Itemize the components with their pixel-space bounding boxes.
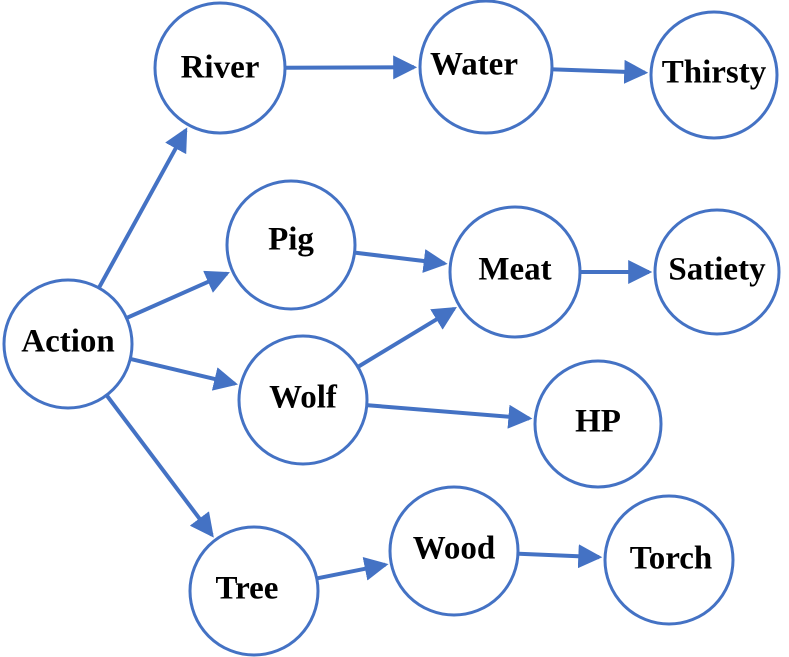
edge-tree-to-wood bbox=[314, 557, 389, 581]
node-circle-hp bbox=[533, 359, 663, 489]
node-circle-wood bbox=[388, 485, 520, 617]
node-thirsty: Thirsty bbox=[649, 10, 779, 140]
edge-river-to-water bbox=[282, 55, 418, 80]
edges-layer bbox=[96, 55, 653, 581]
node-torch: Torch bbox=[603, 494, 735, 626]
arrow-wolf-to-hp bbox=[364, 403, 533, 429]
node-circle-thirsty bbox=[649, 10, 779, 140]
arrow-wolf-to-meat bbox=[355, 306, 457, 370]
node-circle-pig bbox=[225, 179, 357, 311]
arrow-river-to-water bbox=[282, 55, 418, 80]
node-tree: Tree bbox=[188, 525, 320, 657]
edge-wood-to-torch bbox=[515, 544, 603, 569]
node-circle-meat bbox=[448, 205, 582, 339]
arrow-action-to-river bbox=[96, 127, 188, 291]
node-circle-action bbox=[2, 278, 134, 410]
node-label-hp: HP bbox=[575, 404, 621, 440]
arrow-pig-to-meat bbox=[352, 249, 448, 273]
node-label-pig: Pig bbox=[268, 222, 314, 258]
node-label-thirsty: Thirsty bbox=[662, 55, 767, 91]
node-circle-satiety bbox=[653, 208, 781, 336]
arrow-action-to-tree bbox=[103, 392, 214, 538]
node-river: River bbox=[153, 1, 287, 135]
edge-action-to-wolf bbox=[127, 356, 239, 391]
edge-action-to-pig bbox=[123, 270, 230, 321]
edge-pig-to-meat bbox=[352, 249, 448, 273]
node-label-meat: Meat bbox=[478, 252, 551, 288]
node-label-wood: Wood bbox=[413, 531, 496, 567]
edge-action-to-river bbox=[96, 127, 188, 291]
node-label-tree: Tree bbox=[216, 571, 279, 607]
node-pig: Pig bbox=[225, 179, 357, 311]
node-circle-wolf bbox=[237, 334, 369, 466]
node-wolf: Wolf bbox=[237, 334, 369, 466]
node-meat: Meat bbox=[448, 205, 582, 339]
edge-water-to-thirsty bbox=[549, 59, 649, 84]
node-satiety: Satiety bbox=[653, 208, 781, 336]
edge-wolf-to-meat bbox=[355, 306, 457, 370]
node-circle-torch bbox=[603, 494, 735, 626]
node-circle-water bbox=[418, 0, 554, 135]
node-circle-river bbox=[153, 1, 287, 135]
edge-wolf-to-hp bbox=[364, 403, 533, 429]
node-action: Action bbox=[2, 278, 134, 410]
arrow-wood-to-torch bbox=[515, 544, 603, 569]
node-water: Water bbox=[418, 0, 554, 135]
node-label-torch: Torch bbox=[630, 541, 713, 577]
node-label-satiety: Satiety bbox=[668, 252, 766, 288]
node-label-wolf: Wolf bbox=[269, 380, 338, 416]
node-label-river: River bbox=[181, 50, 260, 86]
arrow-action-to-wolf bbox=[127, 356, 239, 391]
node-hp: HP bbox=[533, 359, 663, 489]
arrow-tree-to-wood bbox=[314, 557, 389, 581]
node-label-water: Water bbox=[430, 47, 518, 83]
node-label-action: Action bbox=[21, 324, 115, 360]
edge-action-to-tree bbox=[103, 392, 214, 538]
arrow-action-to-pig bbox=[123, 270, 230, 321]
node-circle-tree bbox=[188, 525, 320, 657]
node-wood: Wood bbox=[388, 485, 520, 617]
arrow-water-to-thirsty bbox=[549, 59, 649, 84]
